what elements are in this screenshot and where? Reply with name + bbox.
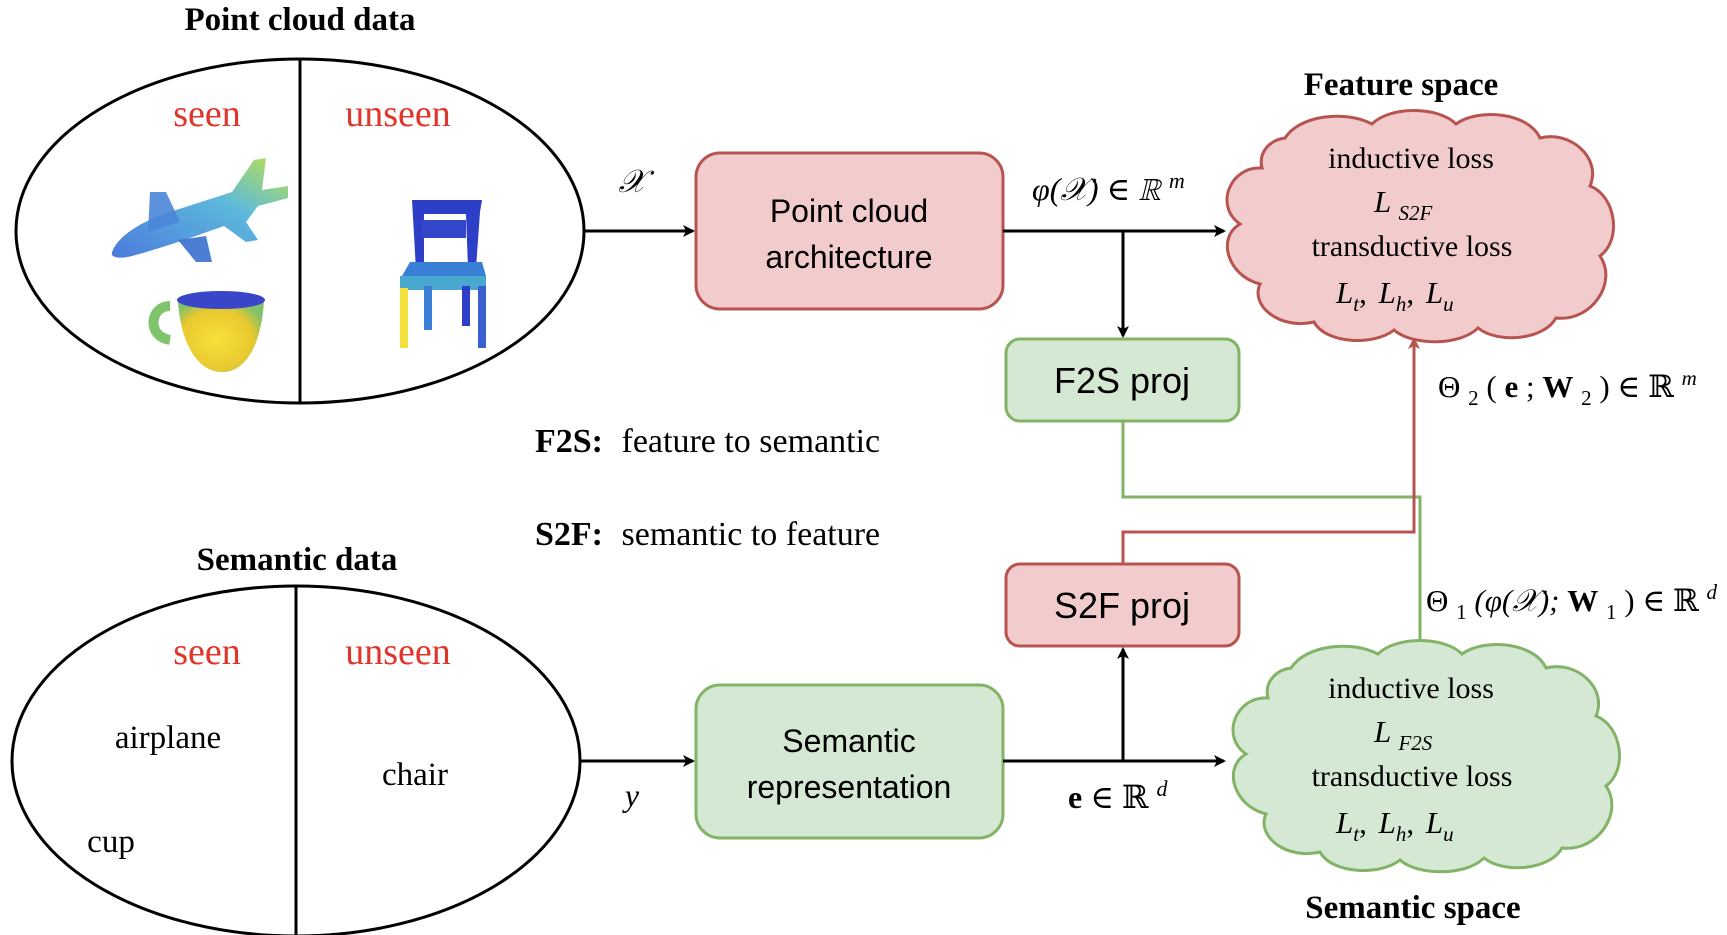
semantic-word-cup: cup — [87, 824, 135, 860]
theta2-semi: ; — [1526, 369, 1542, 404]
legend-f2s-text: feature to semantic — [622, 423, 881, 460]
y-input-symbol: y — [622, 777, 640, 813]
feature-space-line3: transductive loss — [1312, 230, 1513, 263]
sem-loss-h: L — [1378, 805, 1396, 840]
semantic-representation-label-2: representation — [747, 769, 952, 805]
s2f-to-feature-space-connector — [1121, 337, 1420, 564]
point-cloud-unseen-label: unseen — [345, 93, 451, 135]
chair-pointcloud-icon — [400, 200, 486, 348]
e-formula: e ∈ ℝ d — [1068, 776, 1168, 815]
cup-pointcloud-icon — [148, 291, 265, 372]
semantic-data-title: Semantic data — [197, 542, 398, 578]
phi-formula: φ(𝒳) ∈ ℝ m — [1032, 168, 1185, 207]
semantic-space-line2: L F2S — [1373, 714, 1433, 755]
semantic-word-airplane: airplane — [115, 720, 221, 756]
sem-loss-t-sub: t — [1353, 822, 1360, 846]
feature-space-title: Feature space — [1304, 67, 1499, 103]
s2f-proj-box: S2F proj — [1004, 562, 1241, 648]
theta1-W: W — [1567, 583, 1598, 618]
sem-loss-sep-1: , — [1359, 805, 1367, 840]
loss-h: L — [1378, 275, 1396, 310]
e-formula-main: ∈ ℝ — [1090, 779, 1149, 815]
theta1-post: ) ∈ ℝ — [1624, 583, 1699, 618]
point-cloud-seen-label: seen — [173, 93, 241, 135]
theta2-e: e — [1504, 369, 1518, 404]
e-formula-sup: d — [1156, 776, 1168, 801]
semantic-space-cloud — [1231, 639, 1621, 874]
feature-space-losses: Lt, Lh, Lu — [1335, 275, 1454, 316]
semantic-word-chair: chair — [382, 757, 448, 793]
feature-space-cloud — [1225, 109, 1615, 344]
theta1-formula: Θ 1 (φ(𝒳); W 1 ) ∈ ℝ d — [1426, 580, 1718, 626]
semantic-space-line1: inductive loss — [1328, 672, 1494, 705]
phi-formula-main: φ(𝒳) ∈ ℝ — [1032, 171, 1163, 207]
semantic-space-line2-sub: F2S — [1397, 731, 1432, 755]
feature-space-line2-main: L — [1373, 184, 1391, 219]
semantic-representation-label-1: Semantic — [782, 723, 915, 759]
semantic-data-seen-label: seen — [173, 631, 241, 673]
e-formula-bold: e — [1068, 779, 1082, 815]
theta2-formula: Θ 2 ( e ; W 2 ) ∈ ℝ m — [1438, 366, 1697, 412]
sem-loss-sep-2: , — [1406, 805, 1414, 840]
loss-u: L — [1425, 275, 1443, 310]
feature-space-line1: inductive loss — [1328, 142, 1494, 175]
theta2-post: ) ∈ ℝ — [1599, 369, 1674, 404]
point-cloud-title: Point cloud data — [184, 2, 415, 38]
feature-space-line2: L S2F — [1373, 184, 1432, 225]
semantic-representation-box: Semantic representation — [694, 683, 1005, 840]
theta1-Wsub: 1 — [1606, 600, 1617, 624]
sem-loss-t: L — [1335, 805, 1353, 840]
semantic-space-losses: Lt, Lh, Lu — [1335, 805, 1454, 846]
theta2-W: W — [1542, 369, 1573, 404]
theta1-mid: (φ(𝒳); — [1474, 583, 1567, 618]
theta2-Wsub: 2 — [1581, 386, 1592, 410]
f2s-proj-label: F2S proj — [1054, 360, 1190, 401]
point-cloud-architecture-label-2: architecture — [765, 239, 932, 275]
s2f-proj-label: S2F proj — [1054, 585, 1190, 626]
legend-s2f-key: S2F: — [535, 516, 603, 553]
legend-f2s: F2S: feature to semantic — [535, 423, 880, 460]
theta1-sup: d — [1707, 580, 1718, 604]
semantic-data-unseen-label: unseen — [345, 631, 451, 673]
theta2-pre: Θ — [1438, 369, 1460, 404]
legend-f2s-key: F2S: — [535, 423, 603, 460]
theta2-sup: m — [1682, 366, 1697, 390]
theta1-pre: Θ — [1426, 583, 1448, 618]
semantic-space-line2-main: L — [1373, 714, 1391, 749]
theta2-sub: 2 — [1468, 386, 1479, 410]
f2s-proj-box: F2S proj — [1004, 337, 1241, 423]
point-cloud-architecture-box: Point cloud architecture — [694, 151, 1005, 311]
loss-h-sub: h — [1396, 292, 1407, 316]
theta2-mid: ( — [1486, 369, 1496, 404]
x-input-symbol: 𝒳 — [618, 163, 655, 199]
loss-t-sub: t — [1353, 292, 1360, 316]
sem-loss-h-sub: h — [1396, 822, 1407, 846]
feature-space-line2-sub: S2F — [1398, 201, 1432, 225]
airplane-pointcloud-icon — [111, 158, 288, 262]
legend-s2f: S2F: semantic to feature — [535, 516, 880, 553]
f2s-to-semantic-space-connector — [1121, 421, 1426, 653]
loss-sep-2: , — [1406, 275, 1414, 310]
loss-u-sub: u — [1443, 292, 1454, 316]
sem-loss-u: L — [1425, 805, 1443, 840]
phi-formula-sup: m — [1169, 168, 1185, 193]
loss-t: L — [1335, 275, 1353, 310]
legend-s2f-text: semantic to feature — [622, 516, 881, 553]
semantic-space-line3: transductive loss — [1312, 760, 1513, 793]
semantic-space-title: Semantic space — [1305, 890, 1520, 926]
loss-sep-1: , — [1359, 275, 1367, 310]
point-cloud-architecture-label-1: Point cloud — [770, 193, 928, 229]
theta1-sub: 1 — [1456, 600, 1467, 624]
sem-loss-u-sub: u — [1443, 822, 1454, 846]
